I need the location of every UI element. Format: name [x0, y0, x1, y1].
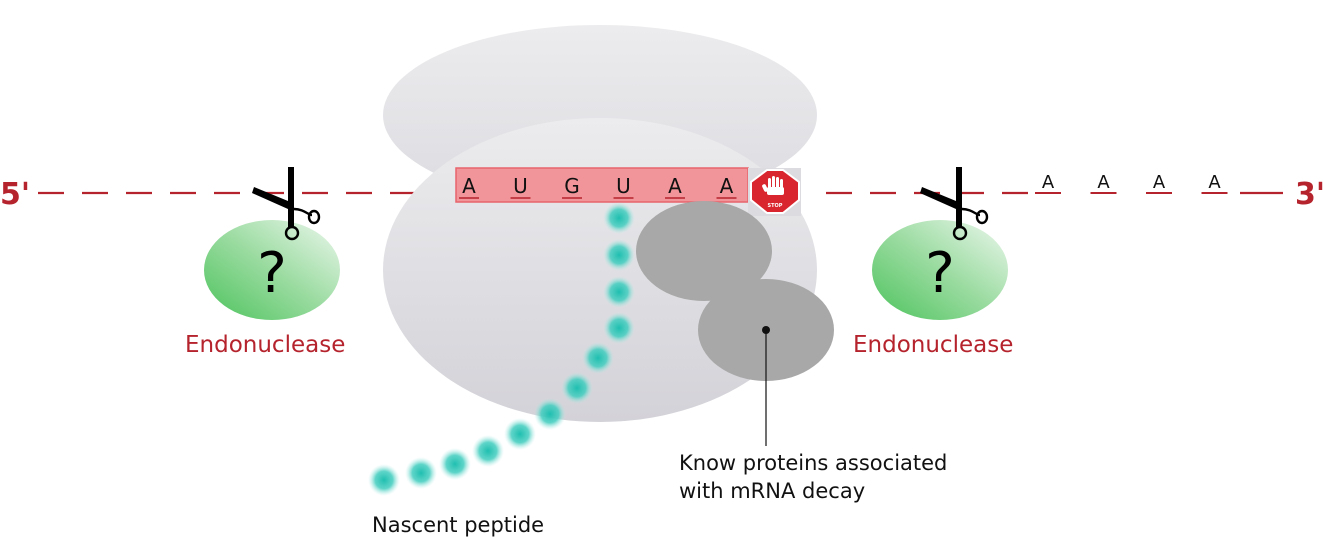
peptide-bead: [603, 312, 635, 344]
codon-letter: G: [564, 174, 580, 198]
nascent-peptide-label: Nascent peptide: [372, 513, 544, 537]
poly-a-letter: A: [1097, 172, 1110, 193]
codon-letter: A: [462, 174, 476, 198]
nascent-peptide: [368, 202, 635, 496]
scissors-icon: [252, 167, 321, 241]
peptide-bead: [603, 239, 635, 271]
codon-letter: U: [513, 174, 528, 198]
poly-a-letter: A: [1153, 172, 1166, 193]
poly-a-letter: A: [1208, 172, 1221, 193]
five-prime-label: 5': [0, 177, 30, 212]
decay-proteins: [636, 201, 834, 446]
scissors-icon: [920, 167, 989, 241]
codon-letter: A: [720, 174, 734, 198]
peptide-bead: [603, 276, 635, 308]
peptide-bead: [439, 448, 471, 480]
decay-proteins-label-line1: Know proteins associated: [679, 451, 947, 475]
peptide-bead: [504, 418, 536, 450]
poly-a-letter: A: [1042, 172, 1055, 193]
question-mark-right: ?: [925, 241, 955, 306]
endonuclease-label-right: Endonuclease: [853, 332, 1013, 358]
endonuclease-right: ?: [872, 167, 1008, 320]
peptide-bead: [534, 398, 566, 430]
endonuclease-blob-right: [872, 220, 1008, 320]
hand-stop-icon: [762, 176, 784, 195]
codon-letter: A: [668, 174, 682, 198]
question-mark-left: ?: [257, 241, 287, 306]
stop-sign: STOP: [748, 168, 801, 216]
peptide-bead: [472, 435, 504, 467]
endonuclease-blob-left: [204, 220, 340, 320]
peptide-bead: [405, 457, 437, 489]
codon-letter: U: [616, 174, 631, 198]
peptide-bead: [603, 202, 635, 234]
peptide-bead: [368, 464, 400, 496]
decay-proteins-label-line2: with mRNA decay: [679, 479, 865, 503]
three-prime-label: 3': [1295, 177, 1323, 212]
peptide-bead: [561, 372, 593, 404]
decay-protein-1: [636, 201, 772, 301]
endonuclease-label-left: Endonuclease: [185, 332, 345, 358]
peptide-bead: [582, 342, 614, 374]
stop-text: STOP: [768, 203, 783, 209]
endonuclease-left: ?: [204, 167, 340, 320]
